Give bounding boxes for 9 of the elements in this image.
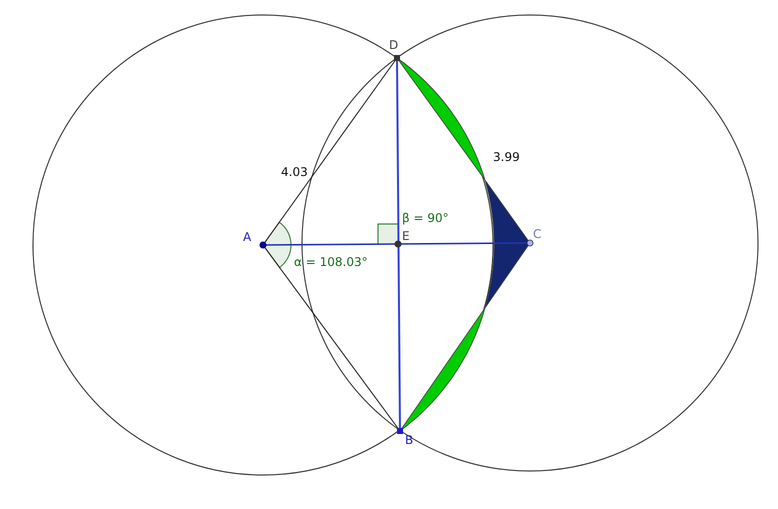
length-label: 3.99 xyxy=(493,150,520,164)
point-label: B xyxy=(405,433,414,447)
angle-label: β = 90° xyxy=(402,211,449,225)
length-label: 4.03 xyxy=(281,165,308,179)
point-label: D xyxy=(389,38,398,52)
point-label: A xyxy=(243,230,252,244)
point-label: C xyxy=(533,227,542,241)
angle-label: α = 108.03° xyxy=(294,255,368,269)
point-label: E xyxy=(402,229,410,243)
